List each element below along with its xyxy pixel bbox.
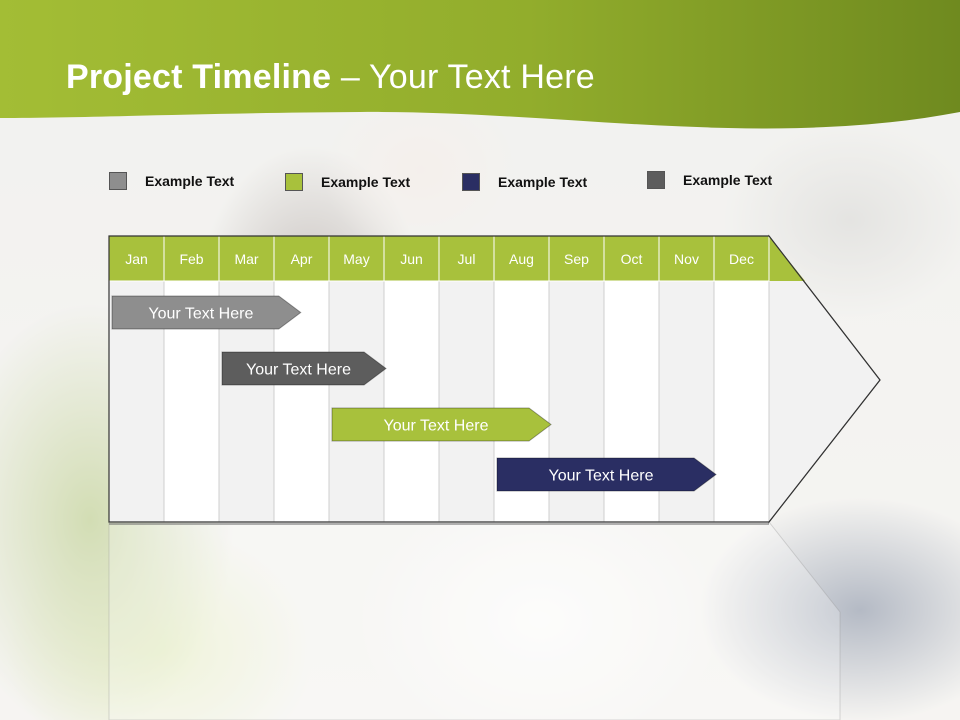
legend-label: Example Text: [321, 174, 411, 190]
task-bar-label: Your Text Here: [384, 418, 489, 435]
legend-swatch: [462, 173, 480, 191]
legend-swatch: [647, 171, 665, 189]
month-header-cell: [328, 235, 385, 282]
month-label: Nov: [674, 251, 699, 267]
month-header-cell: [658, 235, 715, 282]
month-label: Jan: [125, 251, 148, 267]
month-column: [713, 280, 770, 523]
month-label: Oct: [621, 251, 643, 267]
legend-swatch: [109, 172, 127, 190]
task-bar: [221, 351, 387, 386]
page-title: Project Timeline – Your Text Here: [66, 58, 595, 97]
month-header-cell: [273, 235, 330, 282]
month-header-cell: [713, 235, 770, 282]
month-label: Feb: [179, 251, 203, 267]
task-bar-label: Your Text Here: [549, 468, 654, 485]
month-label: May: [343, 251, 369, 267]
task-bar-label: Your Text Here: [246, 362, 351, 379]
month-label: Aug: [509, 251, 534, 267]
month-header-cell: [383, 235, 440, 282]
legend-item-2: Example Text: [285, 171, 410, 193]
title-bold: Project Timeline: [66, 58, 332, 96]
month-column: [383, 280, 440, 523]
legend-label: Example Text: [145, 173, 235, 189]
task-bar-label: Your Text Here: [148, 306, 253, 323]
month-label: Sep: [564, 251, 589, 267]
month-header-cell: [548, 235, 605, 282]
legend-item-3: Example Text: [462, 171, 587, 193]
task-bar: [111, 295, 302, 330]
title-rest: – Your Text Here: [331, 58, 595, 96]
month-label: Dec: [729, 251, 754, 267]
month-column: [438, 280, 495, 523]
legend-item-4: Example Text: [647, 169, 772, 191]
task-bar: [496, 457, 717, 492]
task-bar: [331, 407, 552, 442]
month-header-cell: [438, 235, 495, 282]
timeline-outline: [108, 235, 881, 523]
month-label: Jul: [458, 251, 476, 267]
month-column: [328, 280, 385, 523]
month-label: Mar: [234, 251, 258, 267]
legend-swatch: [285, 173, 303, 191]
legend-label: Example Text: [683, 172, 773, 188]
month-header-cell: [493, 235, 550, 282]
month-label: Jun: [400, 251, 423, 267]
month-label: Apr: [291, 251, 313, 267]
header-band: [0, 0, 960, 129]
legend-label: Example Text: [498, 174, 588, 190]
month-header-cell: [108, 235, 165, 282]
legend-item-1: Example Text: [109, 170, 234, 192]
timeline-reflection: [108, 521, 841, 720]
month-header-cell: [218, 235, 275, 282]
